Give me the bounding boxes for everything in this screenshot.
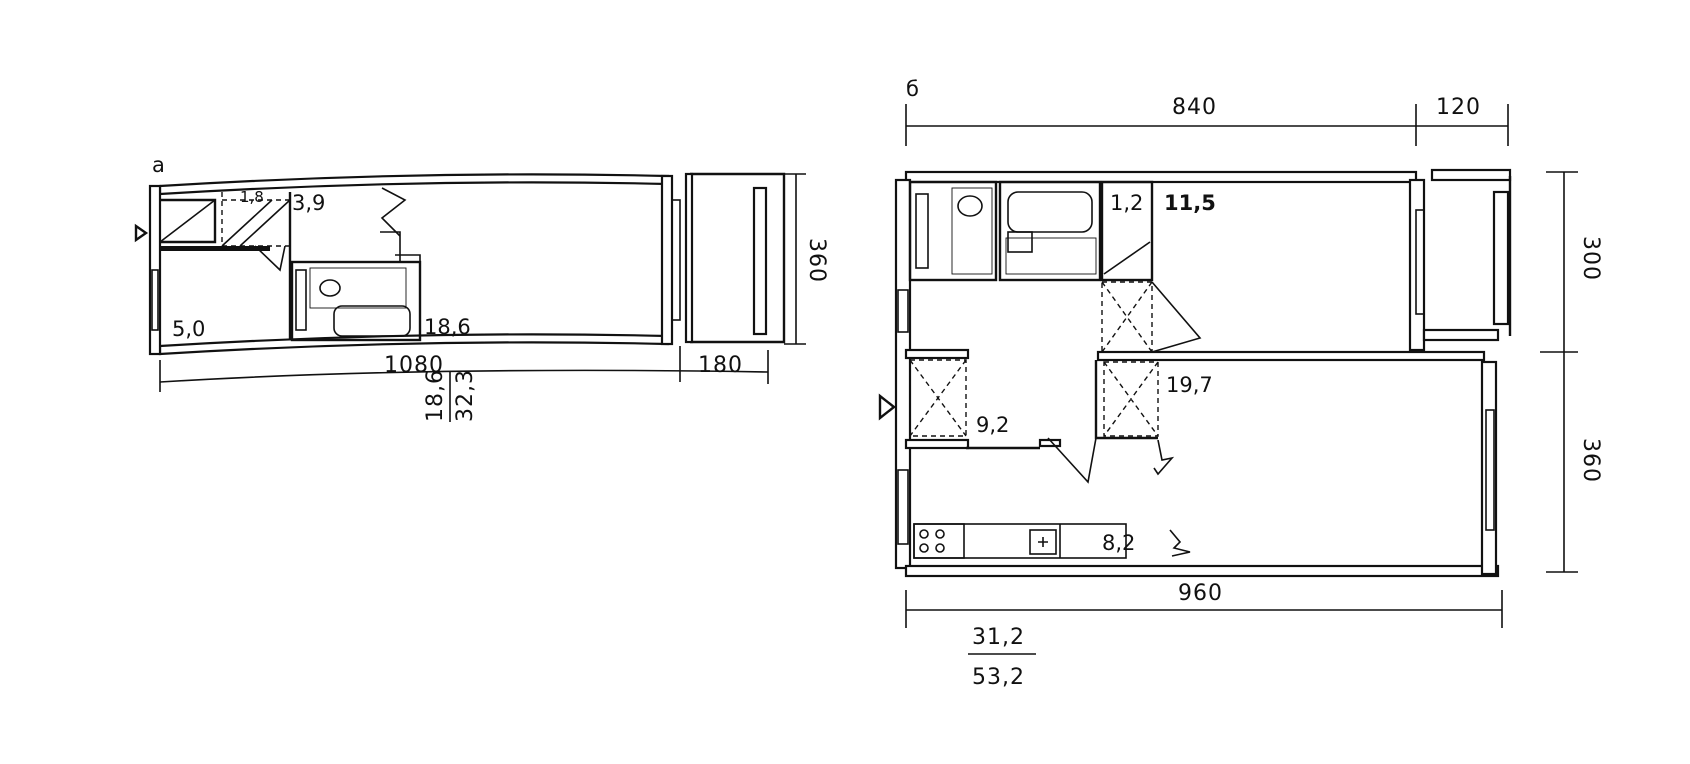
plan-a-entrance-marker bbox=[134, 223, 149, 243]
plan-a: а bbox=[134, 153, 829, 422]
plan-b-dim-top-main: 840 bbox=[1172, 95, 1217, 120]
plan-a-dim-depth: 360 bbox=[804, 238, 829, 283]
plan-a-letter: а bbox=[152, 153, 165, 177]
plan-a-partitions bbox=[159, 187, 422, 342]
plan-b-fraction-top: 31,2 bbox=[972, 625, 1025, 650]
plan-a-dimension-lines bbox=[159, 173, 806, 392]
plan-b-door-zones bbox=[909, 281, 1202, 484]
plan-a-area-fraction: 18,6 32,3 bbox=[423, 369, 478, 422]
plan-b-dim-depth-bottom: 360 bbox=[1578, 438, 1603, 483]
plan-a-area-room: 18,6 bbox=[424, 315, 471, 339]
plan-b-bottom-dimension bbox=[905, 590, 1503, 628]
plan-b-dim-length: 960 bbox=[1178, 581, 1223, 606]
plan-a-dim-length: 1080 bbox=[384, 353, 444, 378]
plan-b-area-bedroom: 11,5 bbox=[1164, 191, 1216, 215]
plan-b-letter: б bbox=[906, 77, 919, 101]
plan-b-area-kitchen: 8,2 bbox=[1102, 531, 1135, 555]
plan-a-area-entry: 1,8 bbox=[240, 188, 264, 206]
plan-b-bathroom-block bbox=[908, 180, 1154, 282]
plan-b-kitchen-counter bbox=[913, 523, 1191, 559]
plan-b: б 840 120 bbox=[878, 77, 1603, 690]
plan-b-dim-depth-top: 300 bbox=[1578, 236, 1603, 281]
plan-b-door-handle bbox=[1153, 439, 1175, 476]
plan-a-walls bbox=[148, 172, 786, 356]
plan-a-dim-balcony: 180 bbox=[698, 353, 743, 378]
plan-a-area-kitchen: 5,0 bbox=[172, 317, 205, 341]
plan-b-area-hall: 9,2 bbox=[976, 413, 1009, 437]
plan-b-right-dimension bbox=[1540, 171, 1578, 573]
plan-b-area-fraction: 31,2 53,2 bbox=[968, 625, 1036, 690]
plan-a-area-hall: 3,9 bbox=[292, 191, 325, 215]
plan-a-fraction-bottom: 32,3 bbox=[453, 369, 478, 422]
plan-b-walls bbox=[894, 168, 1512, 578]
plan-b-fraction-bottom: 53,2 bbox=[972, 665, 1025, 690]
plan-b-top-dimension bbox=[905, 104, 1509, 146]
plan-b-area-living: 19,7 bbox=[1166, 373, 1213, 397]
plan-a-fraction-top: 18,6 bbox=[423, 369, 448, 422]
plan-b-area-wc: 1,2 bbox=[1110, 191, 1143, 215]
plan-b-hall-partition bbox=[966, 360, 1158, 450]
plan-b-dim-top-balcony: 120 bbox=[1436, 95, 1481, 120]
plan-b-entrance-marker bbox=[878, 393, 896, 421]
